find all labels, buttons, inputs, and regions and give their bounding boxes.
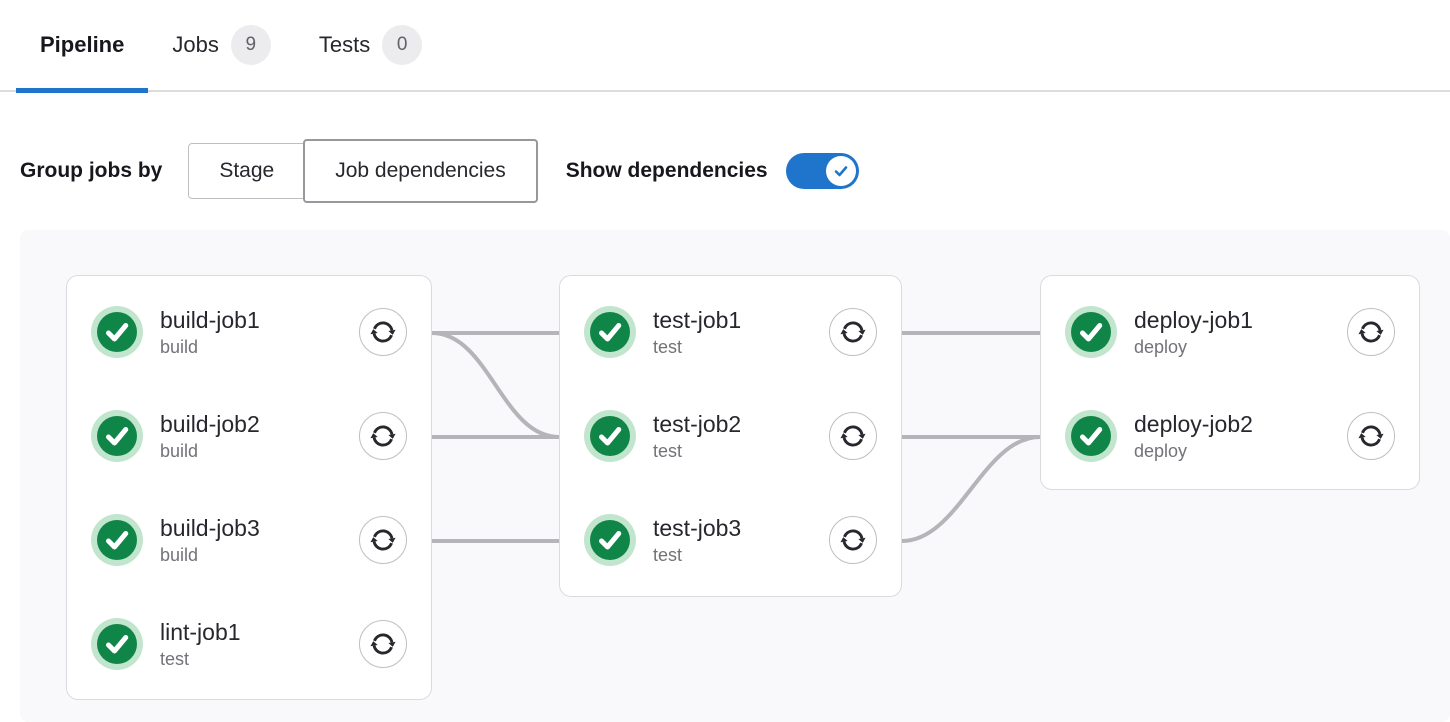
status-success-icon (91, 618, 143, 670)
tests-count-badge: 0 (382, 25, 423, 65)
retry-button[interactable] (829, 412, 877, 460)
status-success-icon (91, 306, 143, 358)
job-row-test-job1[interactable]: test-job1 test (560, 280, 901, 384)
retry-button[interactable] (1347, 308, 1395, 356)
job-row-lint-job1[interactable]: lint-job1 test (67, 592, 431, 696)
retry-icon (370, 425, 396, 447)
job-name: deploy-job1 (1134, 306, 1253, 333)
job-name: deploy-job2 (1134, 410, 1253, 437)
job-row-build-job3[interactable]: build-job3 build (67, 488, 431, 592)
check-icon (834, 166, 847, 177)
job-row-deploy-job2[interactable]: deploy-job2 deploy (1041, 384, 1419, 488)
retry-icon (370, 529, 396, 551)
status-success-icon (584, 306, 636, 358)
job-row-deploy-job1[interactable]: deploy-job1 deploy (1041, 280, 1419, 384)
job-stage: deploy (1134, 440, 1188, 461)
tab-jobs[interactable]: Jobs 9 (148, 0, 294, 90)
retry-button[interactable] (359, 308, 407, 356)
show-dependencies-label: Show dependencies (565, 159, 768, 182)
job-stage: build (160, 440, 199, 461)
group-jobs-by-label: Group jobs by (20, 159, 163, 182)
retry-icon (370, 321, 396, 343)
job-group-card: deploy-job1 deploy deploy-job2 deploy (1040, 275, 1420, 490)
retry-icon (840, 321, 866, 343)
retry-button[interactable] (359, 516, 407, 564)
job-row-test-job3[interactable]: test-job3 test (560, 488, 901, 592)
toggle-knob (825, 156, 856, 186)
job-name: build-job2 (160, 410, 260, 437)
job-group-card: build-job1 build build-job2 build (66, 275, 432, 700)
retry-button[interactable] (829, 308, 877, 356)
job-row-build-job1[interactable]: build-job1 build (67, 280, 431, 384)
tab-tests-label: Tests (318, 32, 371, 57)
dependency-links (431, 331, 1041, 543)
job-stage: build (160, 336, 199, 357)
job-name: lint-job1 (160, 618, 241, 645)
job-stage: test (653, 544, 683, 565)
dependency-link (901, 435, 1041, 543)
job-name: test-job1 (653, 306, 742, 333)
group-jobs-by-segmented-control: Stage Job dependencies (188, 139, 538, 203)
status-success-icon (584, 410, 636, 462)
segment-stage-button[interactable]: Stage (188, 143, 306, 199)
status-success-icon (91, 410, 143, 462)
retry-button[interactable] (359, 412, 407, 460)
job-group-card: test-job1 test test-job2 test (559, 275, 902, 597)
job-name: build-job1 (160, 306, 260, 333)
status-success-icon (1065, 306, 1117, 358)
job-row-test-job2[interactable]: test-job2 test (560, 384, 901, 488)
job-stage: test (653, 336, 683, 357)
job-row-build-job2[interactable]: build-job2 build (67, 384, 431, 488)
status-success-icon (584, 514, 636, 566)
retry-button[interactable] (1347, 412, 1395, 460)
job-name: test-job2 (653, 410, 742, 437)
retry-icon (1358, 425, 1384, 447)
job-stage: test (160, 648, 190, 669)
tab-pipeline[interactable]: Pipeline (16, 0, 149, 93)
job-name: build-job3 (160, 514, 260, 541)
job-name: test-job3 (653, 514, 742, 541)
retry-icon (370, 633, 396, 655)
job-stage: build (160, 544, 199, 565)
pipeline-tabbar: Pipeline Jobs 9 Tests 0 (0, 0, 1450, 93)
retry-icon (1358, 321, 1384, 343)
show-dependencies-toggle[interactable] (785, 153, 859, 189)
tab-pipeline-label: Pipeline (40, 32, 125, 57)
pipeline-graph-panel: build-job1 build build-job2 build (20, 230, 1450, 722)
retry-button[interactable] (359, 620, 407, 668)
segment-job-dependencies-button[interactable]: Job dependencies (303, 139, 538, 203)
jobs-count-badge: 9 (230, 25, 271, 65)
tab-jobs-label: Jobs (172, 32, 219, 57)
dependency-link (431, 331, 560, 439)
graph-controls: Group jobs by Stage Job dependencies Sho… (20, 138, 1450, 204)
status-success-icon (1065, 410, 1117, 462)
job-stage: test (653, 440, 683, 461)
retry-icon (840, 425, 866, 447)
job-stage: deploy (1134, 336, 1188, 357)
retry-button[interactable] (829, 516, 877, 564)
tab-tests[interactable]: Tests 0 (295, 0, 446, 90)
status-success-icon (91, 514, 143, 566)
retry-icon (840, 529, 866, 551)
